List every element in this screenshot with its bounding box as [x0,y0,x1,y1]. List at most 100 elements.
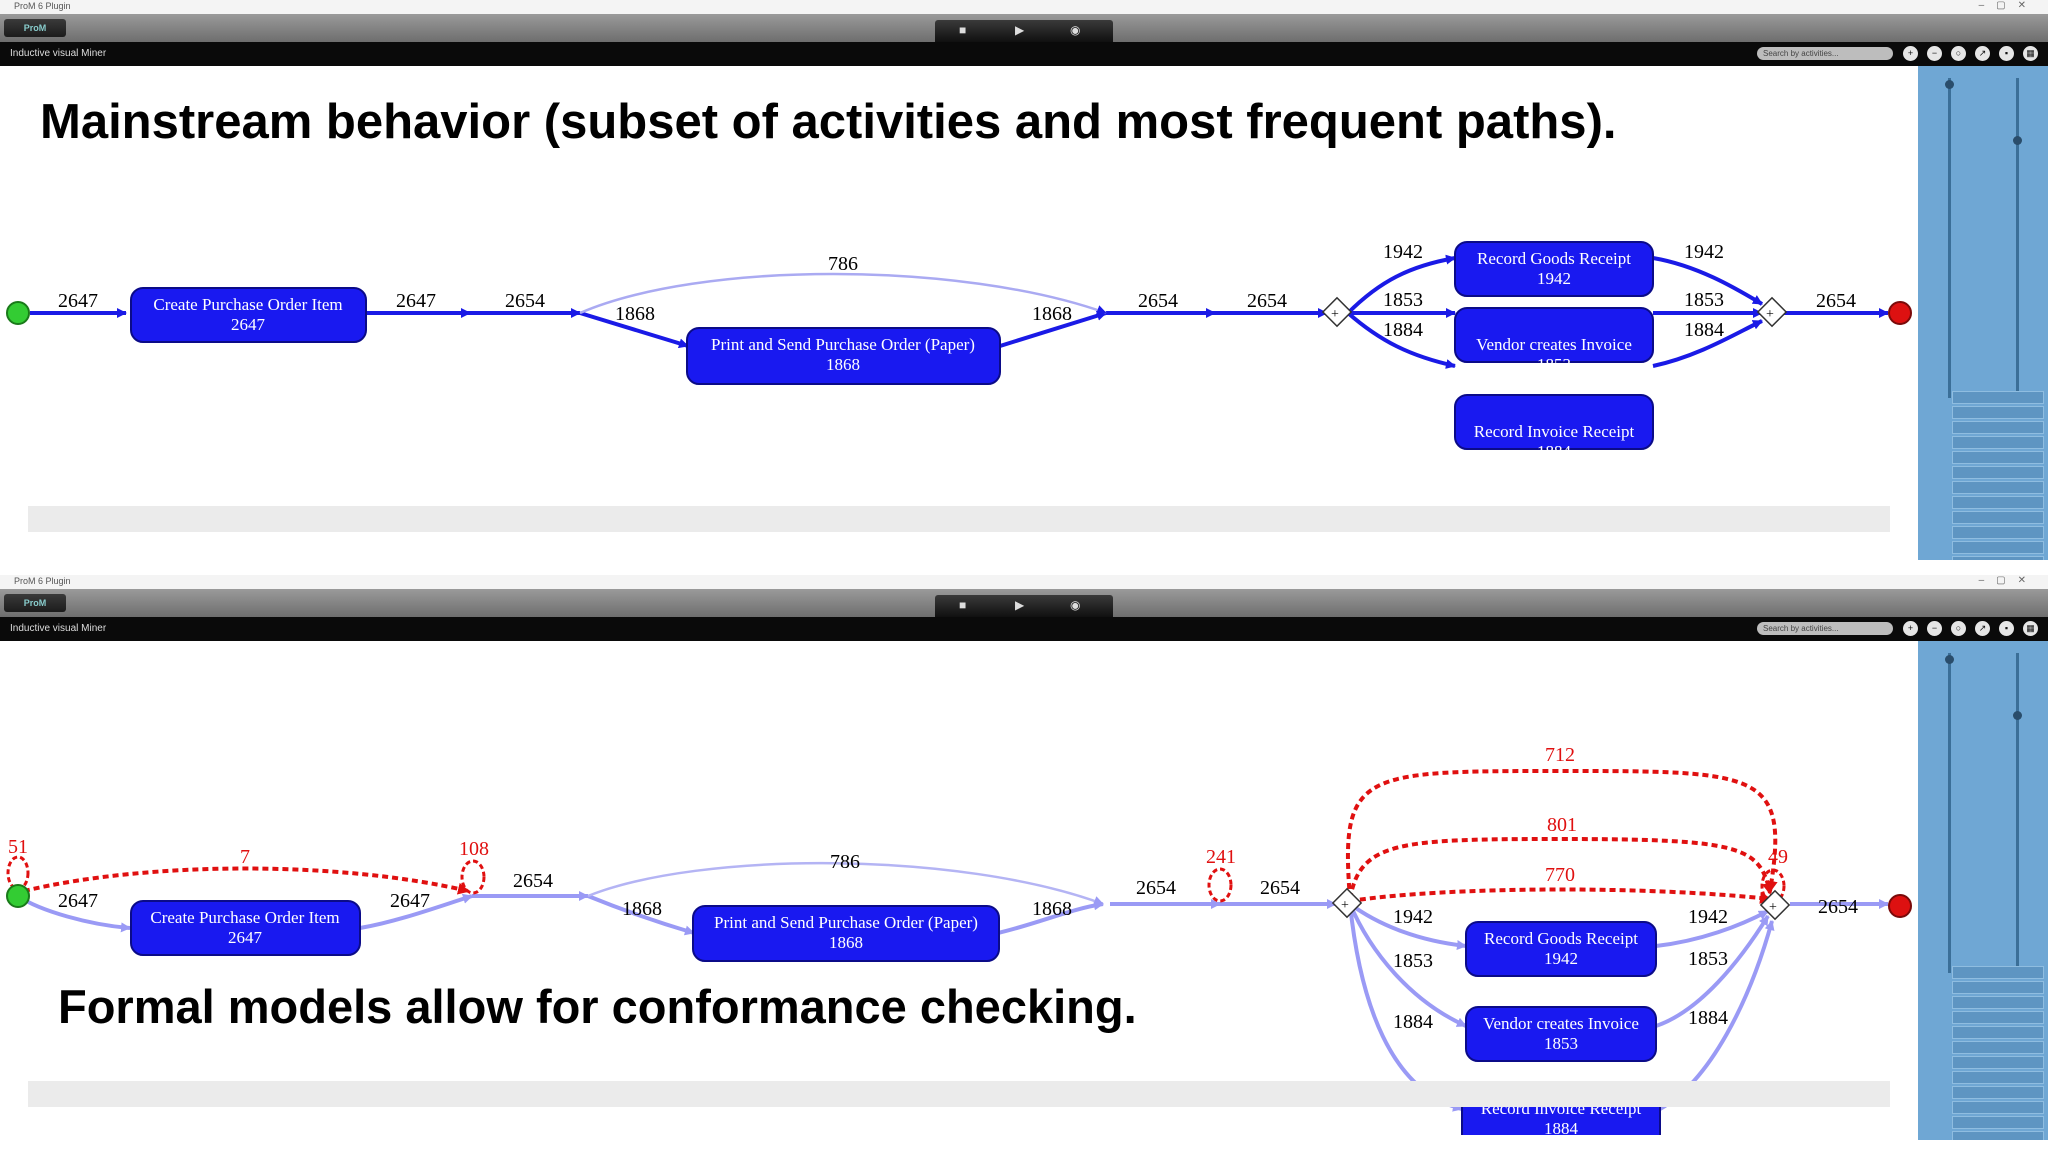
activity-create-purchase-order-item[interactable]: Create Purchase Order Item 2647 [130,287,367,343]
toolbar: ProM ■ ▶ ◉ [0,14,2048,42]
paths-slider-knob[interactable] [2013,711,2022,720]
edge-label: 786 [830,851,860,873]
activities-slider[interactable] [1948,78,1951,398]
edge-label: 2654 [513,870,553,892]
activity-count: 2647 [228,928,263,947]
parallel-split-gateway[interactable]: + [1331,887,1363,919]
zoom-out-icon[interactable]: − [1927,621,1942,636]
parallel-join-gateway[interactable]: + [1759,889,1791,921]
workspace-icon[interactable]: ■ [959,598,967,612]
activity-count: 1942 [1537,269,1571,288]
fit-icon[interactable]: ○ [1951,46,1966,61]
parallel-split-gateway[interactable]: + [1321,296,1353,328]
edge-label: 1868 [1032,898,1072,920]
export-icon[interactable]: ↗ [1975,46,1990,61]
activity-label: Vendor creates Invoice [1483,1014,1639,1033]
edge-label: 1853 [1383,289,1423,311]
activities-slider-knob[interactable] [1945,80,1954,89]
save-icon[interactable]: ▪ [1999,621,2014,636]
start-node[interactable] [6,301,30,325]
edge-label: 2647 [390,890,430,912]
play-icon[interactable]: ▶ [1015,598,1025,612]
activity-record-invoice-receipt[interactable]: Record Invoice Receipt 1884 [1454,394,1654,461]
zoom-in-icon[interactable]: + [1903,621,1918,636]
end-node[interactable] [1888,301,1912,325]
title-bar: ProM 6 Plugin –▢✕ [0,575,2048,590]
view-icon[interactable]: ◉ [1070,23,1081,37]
view-icon[interactable]: ◉ [1070,598,1081,612]
search-input[interactable]: Search by activities... [1757,47,1893,60]
options-list[interactable] [1952,391,2044,560]
activity-count: 1853 [1537,355,1571,374]
process-model-top: + + Create Purchase Order Item 2647 Prin… [6,241,1912,461]
export-icon[interactable]: ↗ [1975,621,1990,636]
svg-text:+: + [1769,900,1777,915]
zoom-out-icon[interactable]: − [1927,46,1942,61]
toolbar: ProM ■ ▶ ◉ [0,589,2048,617]
activity-record-goods-receipt[interactable]: Record Goods Receipt 1942 [1465,921,1657,977]
edge-label: 2647 [58,890,98,912]
deviation-loop[interactable] [1207,867,1233,903]
deviation-label: 712 [1545,744,1575,766]
save-icon[interactable]: ▪ [1999,46,2014,61]
edge-label: 2654 [1816,290,1856,312]
horizontal-scrollbar[interactable] [28,506,1890,532]
control-panel [1918,641,2048,1140]
start-node[interactable] [6,884,30,908]
process-model-bottom: + + Create Purchase Order Item 2647 Prin… [6,744,1912,1140]
activity-record-goods-receipt[interactable]: Record Goods Receipt 1942 [1454,241,1654,297]
model-canvas[interactable]: + + Create Purchase Order Item 2647 Prin… [0,66,1918,560]
zoom-in-icon[interactable]: + [1903,46,1918,61]
activity-count: 1868 [826,355,860,374]
search-input[interactable]: Search by activities... [1757,622,1893,635]
edge-label: 1942 [1383,241,1423,263]
horizontal-scrollbar[interactable] [28,1081,1890,1107]
edge-label: 1868 [622,898,662,920]
window-title: ProM 6 Plugin [14,576,71,586]
activity-create-purchase-order-item[interactable]: Create Purchase Order Item 2647 [130,900,361,956]
deviation-label: 7 [240,846,250,868]
grid-icon[interactable]: ▦ [2023,621,2038,636]
window-controls[interactable]: –▢✕ [1978,575,2038,586]
grid-icon[interactable]: ▦ [2023,46,2038,61]
activity-label: Record Goods Receipt [1477,249,1631,268]
control-panel [1918,66,2048,560]
play-icon[interactable]: ▶ [1015,23,1025,37]
paths-slider-knob[interactable] [2013,136,2022,145]
deviation-label: 49 [1768,846,1788,868]
activity-vendor-creates-invoice[interactable]: Vendor creates Invoice 1853 [1465,1006,1657,1062]
deviation-label: 770 [1545,864,1575,886]
options-list[interactable] [1952,966,2044,1140]
view-switcher[interactable]: ■ ▶ ◉ [935,20,1113,42]
activity-count: 1884 [1537,442,1572,461]
edge-label: 1942 [1393,906,1433,928]
edge-label: 1884 [1688,1007,1728,1029]
view-switcher[interactable]: ■ ▶ ◉ [935,595,1113,617]
edge-label: 1942 [1684,241,1724,263]
paths-slider[interactable] [2016,653,2019,973]
edge-label: 2654 [1136,877,1176,899]
deviation-loop[interactable] [460,859,486,895]
edge-label: 1853 [1684,289,1724,311]
paths-slider[interactable] [2016,78,2019,398]
parallel-join-gateway[interactable]: + [1756,296,1788,328]
activity-count: 2647 [231,315,266,334]
activities-slider-knob[interactable] [1945,655,1954,664]
activity-print-and-send-purchase-order[interactable]: Print and Send Purchase Order (Paper) 18… [692,905,1000,962]
workspace-icon[interactable]: ■ [959,23,967,37]
edge-label: 2654 [505,290,545,312]
deviation-label: 241 [1206,846,1236,868]
activity-count: 1868 [829,933,863,952]
window-title: ProM 6 Plugin [14,1,71,11]
activity-label: Vendor creates Invoice [1476,335,1632,354]
activity-print-and-send-purchase-order[interactable]: Print and Send Purchase Order (Paper) 18… [686,327,1001,385]
plugin-name: Inductive visual Miner [10,623,107,634]
fit-icon[interactable]: ○ [1951,621,1966,636]
end-node[interactable] [1888,894,1912,918]
activity-label: Create Purchase Order Item [150,908,339,927]
activities-slider[interactable] [1948,653,1951,973]
activity-vendor-creates-invoice[interactable]: Vendor creates Invoice 1853 [1454,307,1654,374]
window-controls[interactable]: –▢✕ [1978,0,2038,11]
model-canvas[interactable]: + + Create Purchase Order Item 2647 Prin… [0,641,1918,1140]
deviation-loop[interactable] [1760,868,1786,904]
